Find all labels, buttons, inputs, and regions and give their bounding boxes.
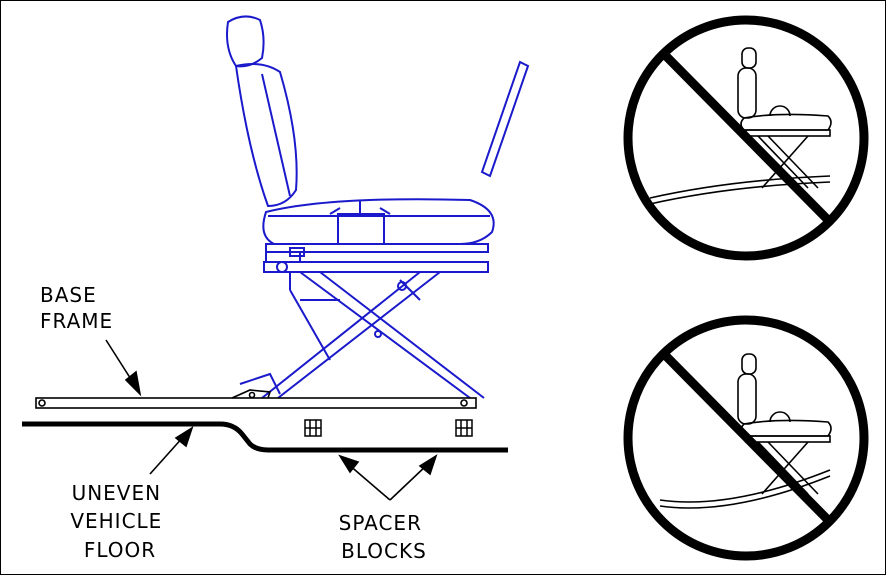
vehicle-floor — [22, 421, 508, 453]
spacer-blocks-label: SPACER BLOCKS — [339, 511, 430, 563]
base-frame — [35, 389, 477, 409]
headrest — [226, 15, 265, 68]
base-frame-label: BASE FRAME — [40, 283, 113, 333]
prohibition-sign-icon — [623, 15, 869, 261]
arrows — [105, 339, 438, 501]
uneven-floor-label: UNEVEN VEHICLE FLOOR — [70, 481, 169, 562]
armrest — [480, 60, 530, 178]
seat-cushion — [262, 198, 495, 245]
spacer-blocks — [304, 419, 473, 437]
backrest — [234, 63, 298, 208]
seat-assembly — [226, 15, 530, 399]
prohibition-sign-icon — [623, 315, 869, 561]
